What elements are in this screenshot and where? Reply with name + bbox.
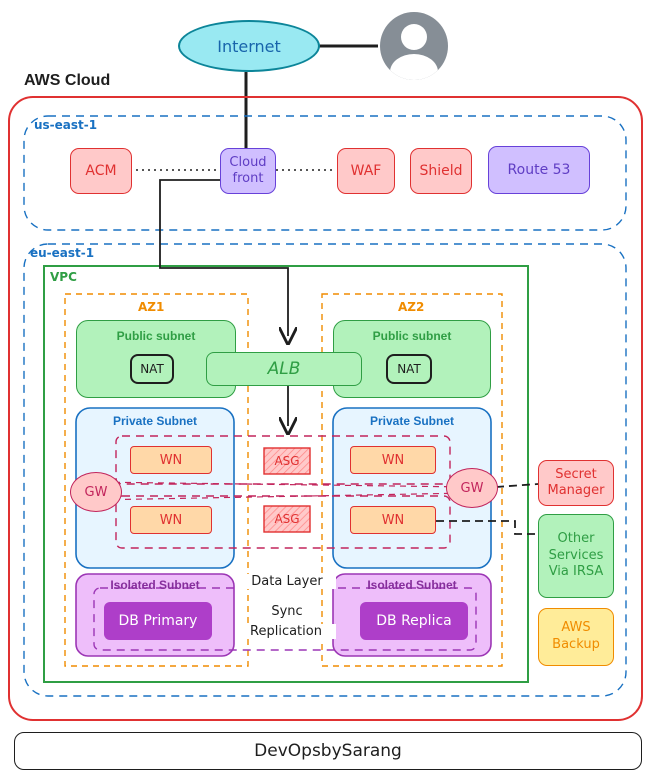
worker-node-az2-bottom[interactable]: WN <box>350 506 436 534</box>
sync-label: Sync <box>271 604 303 619</box>
isolated-subnet-az1-label: Isolated Subnet <box>110 578 200 592</box>
public-subnet-az1-label: Public subnet <box>116 329 196 343</box>
asg-bottom-bg <box>263 505 311 533</box>
us-east-1-border <box>23 115 627 231</box>
footer-banner: DevOpsbySarang <box>14 732 642 770</box>
secret-manager-service[interactable]: Secret Manager <box>538 460 614 506</box>
alb-load-balancer[interactable]: ALB <box>206 352 362 386</box>
asg-bottom[interactable]: ASG <box>274 512 300 526</box>
internet-cloud: Internet <box>178 20 320 72</box>
aws-backup-service[interactable]: AWS Backup <box>538 608 614 666</box>
isolated-subnet-az2-label: Isolated Subnet <box>367 578 457 592</box>
replication-label: Replication <box>236 624 336 639</box>
wn-other-link <box>436 520 538 535</box>
internet-label: Internet <box>217 36 281 56</box>
other-services-irsa[interactable]: Other Services Via IRSA <box>538 514 614 598</box>
public-subnet-az2-label: Public subnet <box>372 329 452 343</box>
gw-secret-link <box>495 483 539 488</box>
cloudfront-alb-link <box>159 179 288 336</box>
data-layer-label: Data Layer <box>238 574 336 589</box>
gateway-az1[interactable]: GW <box>70 472 122 512</box>
aws-cloud-border <box>8 96 643 721</box>
eu-east-1-border <box>23 243 627 697</box>
worker-node-az1-bottom[interactable]: WN <box>130 506 212 534</box>
asg-top-bg <box>263 447 311 475</box>
footer-text: DevOpsbySarang <box>254 741 402 761</box>
cloudfront-service[interactable]: Cloud front <box>220 148 276 194</box>
user-avatar-icon <box>380 12 448 80</box>
aws-cloud-title: AWS Cloud <box>24 72 111 89</box>
waf-service[interactable]: WAF <box>337 148 395 194</box>
shield-service[interactable]: Shield <box>410 148 472 194</box>
private-subnet-az1-label: Private Subnet <box>112 414 198 428</box>
worker-node-az2-top[interactable]: WN <box>350 446 436 474</box>
az2-border <box>321 293 503 667</box>
route53-service[interactable]: Route 53 <box>488 146 590 194</box>
nat-gateway-az1[interactable]: NAT <box>130 354 174 384</box>
acm-service[interactable]: ACM <box>70 148 132 194</box>
az2-label: AZ2 <box>398 300 425 314</box>
vpc-border <box>43 265 529 683</box>
us-east-1-label: us-east-1 <box>34 118 98 132</box>
eu-east-1-label: eu-east-1 <box>30 246 95 260</box>
az1-border <box>64 293 249 667</box>
db-replica[interactable]: DB Replica <box>360 602 468 640</box>
worker-node-az1-top[interactable]: WN <box>130 446 212 474</box>
vpc-label: VPC <box>50 270 77 284</box>
db-primary[interactable]: DB Primary <box>104 602 212 640</box>
asg-top[interactable]: ASG <box>274 454 300 468</box>
private-subnet-az2-label: Private Subnet <box>369 414 455 428</box>
nat-gateway-az2[interactable]: NAT <box>386 354 432 384</box>
gateway-az2[interactable]: GW <box>446 468 498 508</box>
az1-label: AZ1 <box>138 300 165 314</box>
